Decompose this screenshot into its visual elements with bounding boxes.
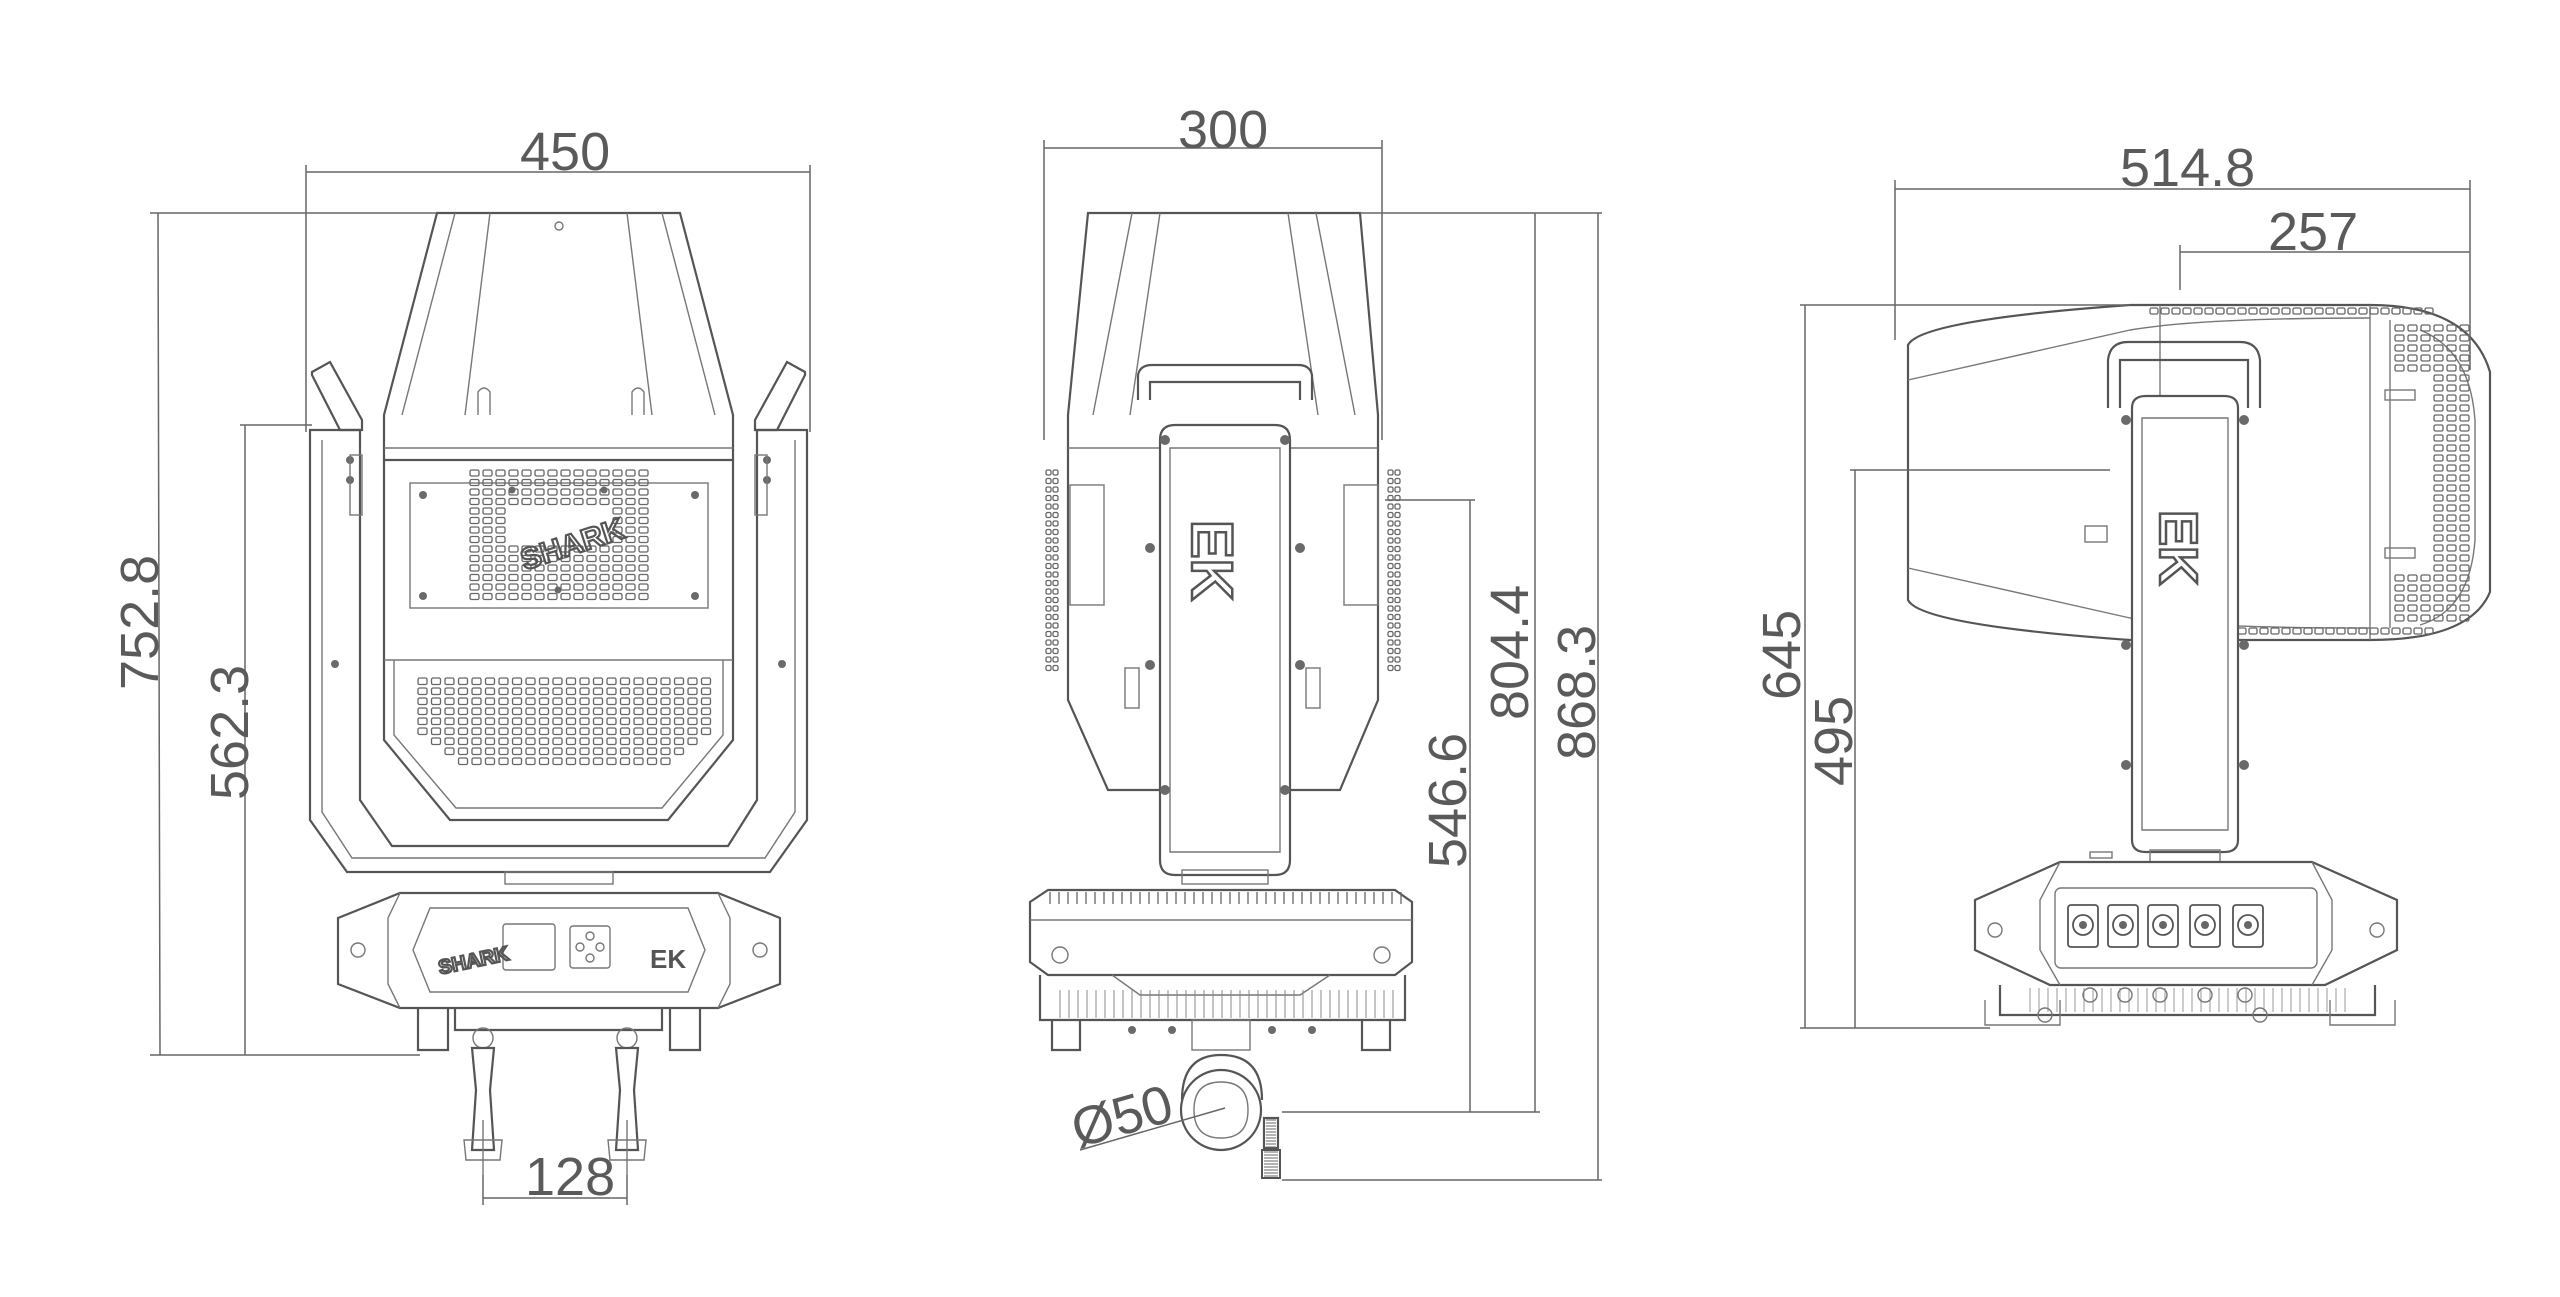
profile-connector-panel xyxy=(2067,904,2264,948)
dim-side-head-top: 804.4 xyxy=(1480,585,1540,720)
profile-yoke-arm: EK xyxy=(2089,340,2262,863)
profile-base-fins xyxy=(2029,988,2346,1012)
side-view: EK Ø50 xyxy=(1028,100,1607,1181)
dim-side-total-height: 868.3 xyxy=(1547,625,1607,760)
clamp-knob xyxy=(1261,1119,1281,1179)
dim-front-arm-height: 562.3 xyxy=(200,665,260,800)
side-vent-left xyxy=(1045,469,1059,672)
front-base: SHARK EK xyxy=(336,891,782,1052)
front-view: SHARK xyxy=(110,122,811,1207)
front-head: SHARK xyxy=(382,211,735,822)
side-arm-brand: EK xyxy=(1179,520,1244,601)
dim-clamp-spacing: 128 xyxy=(525,1147,615,1207)
front-clamps xyxy=(463,1027,647,1175)
profile-base xyxy=(1973,860,2399,1026)
dim-side-width: 300 xyxy=(1178,100,1268,160)
dim-front-width: 450 xyxy=(520,122,610,182)
dim-profile-depth: 514.8 xyxy=(2120,138,2255,198)
dim-profile-arm-height: 495 xyxy=(1804,696,1864,786)
front-vent-grille-upper xyxy=(469,469,649,601)
profile-vent-rear xyxy=(2394,324,2470,622)
profile-view: EK 514.8 xyxy=(1752,138,2492,1029)
side-base-ribs xyxy=(1049,892,1402,904)
head-logo: SHARK xyxy=(517,513,629,577)
side-yoke-arm: EK xyxy=(1136,363,1314,885)
dim-profile-half-depth: 257 xyxy=(2268,202,2358,262)
side-vent-right xyxy=(1387,469,1401,672)
base-logo: SHARK xyxy=(437,943,512,979)
profile-arm-brand: EK xyxy=(2148,510,2208,585)
dim-profile-height: 645 xyxy=(1752,610,1812,700)
side-base xyxy=(1028,888,1414,1052)
base-brand: EK xyxy=(650,944,686,974)
side-clamp: Ø50 xyxy=(1065,1019,1281,1179)
dim-clamp-diameter: Ø50 xyxy=(1065,1074,1180,1160)
side-base-fins xyxy=(1059,990,1394,1018)
side-dimensions: 300 804.4 868.3 546.6 xyxy=(1043,100,1607,1181)
profile-head xyxy=(1906,303,2492,642)
profile-vent-top xyxy=(2149,307,2434,315)
front-dimensions: 450 752.8 562.3 128 xyxy=(110,122,811,1207)
dim-side-center: 546.6 xyxy=(1418,733,1478,868)
front-vent-grille-lower xyxy=(417,677,712,766)
profile-dimensions: 514.8 257 645 495 xyxy=(1752,138,2471,1029)
dim-front-total-height: 752.8 xyxy=(110,555,170,690)
front-yoke xyxy=(308,360,809,885)
